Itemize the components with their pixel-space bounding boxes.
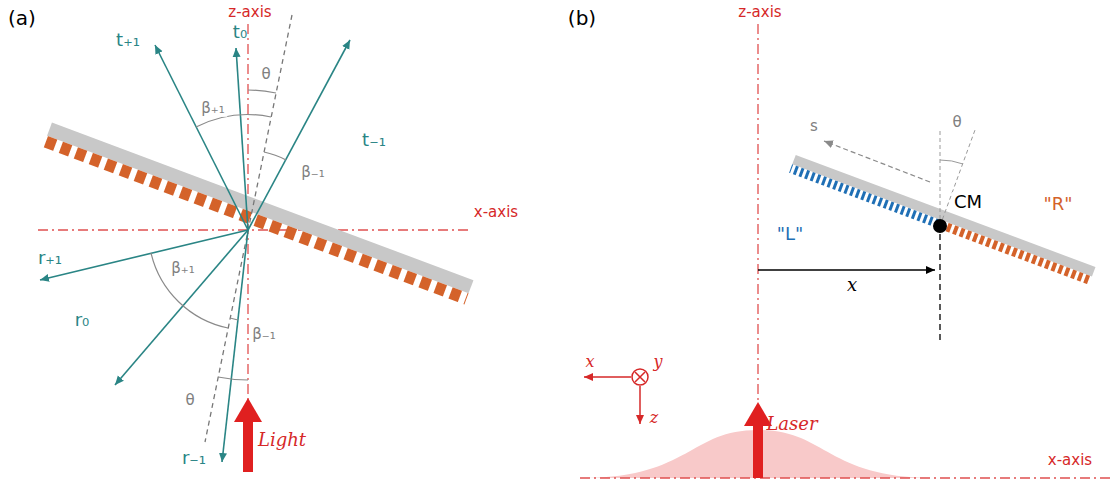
angle-label: θ	[950, 114, 963, 131]
theta-arc	[248, 90, 276, 93]
grating-right-half	[939, 220, 1092, 284]
angle-label: θ	[259, 66, 272, 83]
grating-teeth	[43, 136, 469, 305]
angle-arcs	[151, 90, 286, 380]
order-label: t₋₁	[362, 130, 386, 150]
grating	[789, 155, 1095, 285]
beta-arc	[196, 115, 271, 127]
axis-label: z-axis	[228, 4, 271, 21]
ray-t-1	[248, 40, 350, 230]
ray-t0	[236, 48, 248, 230]
order-label: r₀	[75, 310, 90, 330]
center-of-mass	[933, 219, 947, 233]
grating-left-half	[789, 164, 942, 228]
axis-label: x-axis	[1046, 452, 1094, 469]
angle-label: β₊₁	[169, 260, 197, 277]
axis-label: x	[585, 353, 594, 371]
angle-label: β₊₁	[199, 100, 227, 117]
order-label: r₋₁	[182, 448, 206, 468]
light-arrow	[234, 398, 262, 472]
ray-r0	[115, 230, 248, 385]
panel-label: (b)	[568, 7, 596, 29]
cm-drop-line	[939, 234, 940, 342]
theta-arc	[218, 377, 248, 380]
panel-label: (a)	[8, 7, 36, 29]
ray-r+1	[40, 230, 248, 280]
beta-arc	[264, 152, 286, 160]
order-label: t₀	[233, 22, 247, 42]
s-axis-arrow	[824, 141, 930, 182]
half-label: "L"	[777, 224, 804, 244]
laser-label: Laser	[766, 414, 817, 434]
x-axis-line	[38, 229, 470, 230]
theta-arc	[940, 160, 963, 164]
axis-label: x-axis	[472, 204, 520, 221]
axis-label: z-axis	[738, 4, 781, 21]
axis-label: z	[650, 409, 658, 427]
beta-arc	[230, 318, 238, 320]
order-label: t₊₁	[116, 30, 140, 50]
cm-label: CM	[952, 192, 984, 212]
grating	[43, 123, 474, 305]
x-axis-line	[580, 477, 1110, 478]
ray-t+1	[155, 45, 248, 230]
half-label: "R"	[1043, 194, 1072, 214]
vertical-reference	[940, 130, 941, 226]
beta-arc	[151, 253, 228, 328]
light-label: Light	[258, 430, 306, 450]
order-label: r₊₁	[38, 248, 62, 268]
angle-label: β₋₁	[250, 326, 278, 343]
angle-label: β₋₁	[299, 164, 327, 181]
axis-label: s	[808, 118, 820, 135]
diffraction-rays	[40, 40, 350, 462]
displacement-label: x	[847, 275, 857, 295]
displacement-arrow	[758, 269, 935, 270]
coordinate-triad	[584, 369, 648, 424]
axis-label: y	[653, 353, 662, 371]
angle-label: θ	[183, 392, 196, 409]
